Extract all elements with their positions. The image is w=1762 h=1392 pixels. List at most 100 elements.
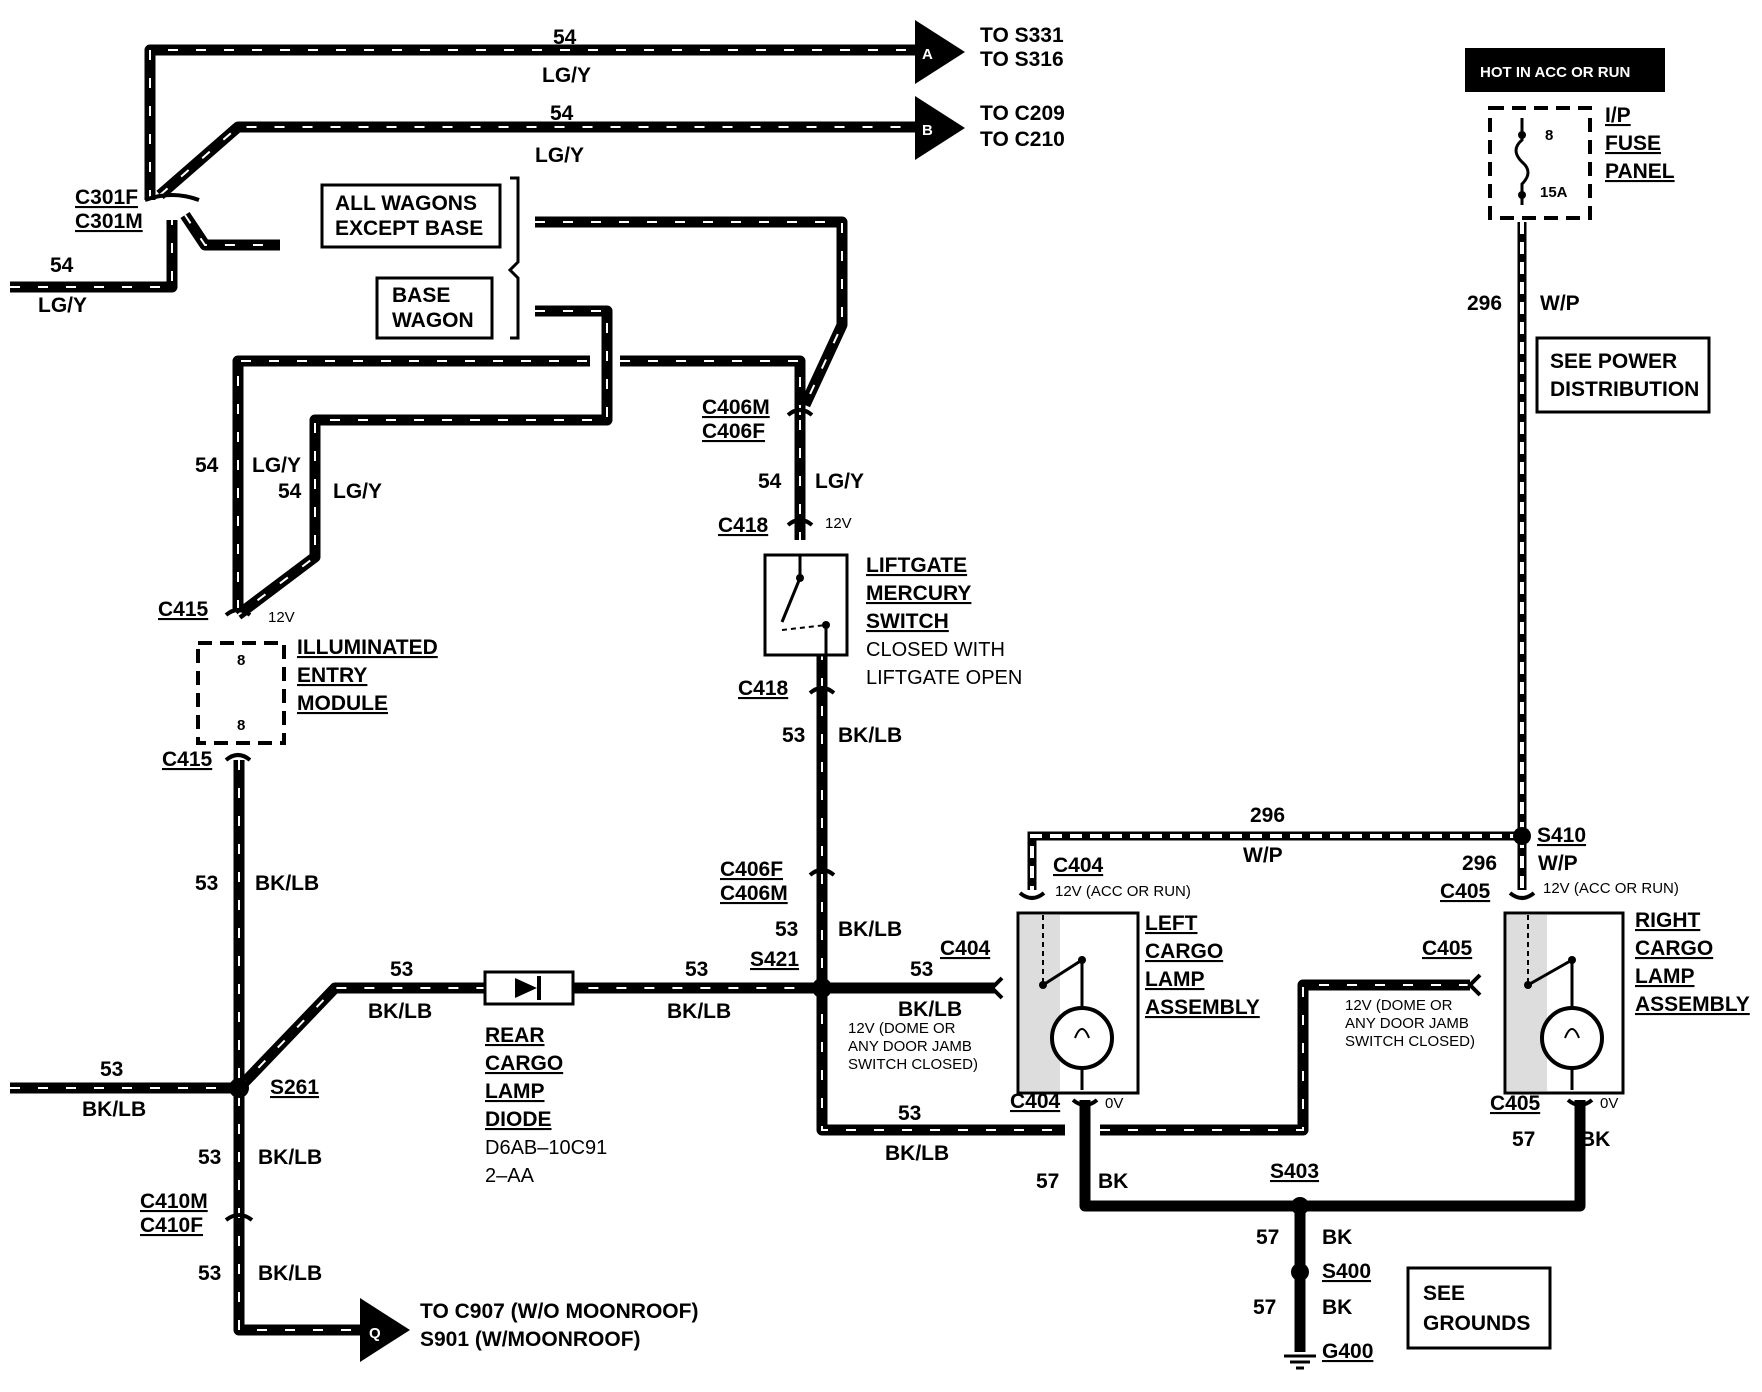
lbl-bklb-iem: BK/LB xyxy=(255,872,319,895)
option-base-wagon: BASE WAGON xyxy=(375,276,494,340)
wire-53-iem-to-q xyxy=(233,760,370,1336)
lbl-53-c404: 53 xyxy=(910,958,933,981)
lbl-296-fuse: 296 xyxy=(1467,292,1502,315)
lbl-296-top: 296 xyxy=(1250,804,1285,827)
lbl-54-base: 54 xyxy=(278,480,302,503)
lbl-bklb-left: BK/LB xyxy=(82,1098,146,1121)
lbl-wp-fuse: W/P xyxy=(1540,292,1580,315)
lbl-53-q: 53 xyxy=(198,1262,221,1285)
lbl-57-right: 57 xyxy=(1512,1128,1535,1151)
v-c404-0v: 0V xyxy=(1105,1095,1123,1112)
ref-a-letter: A xyxy=(922,46,933,63)
lbl-lgy-c406: LG/Y xyxy=(815,470,864,493)
iem-pin-top: 8 xyxy=(237,652,245,669)
hot-banner: HOT IN ACC OR RUN xyxy=(1465,48,1665,92)
lbl-bklb-diode-r: BK/LB xyxy=(667,1000,731,1023)
lbl-lgy-iem: LG/Y xyxy=(252,454,301,477)
fuse-panel: 8 15A I/P FUSE PANEL xyxy=(1488,104,1675,220)
diode-name-2: CARGO xyxy=(485,1052,563,1075)
iem-box xyxy=(196,641,286,745)
ref-q-line-2: S901 (W/MOONROOF) xyxy=(420,1328,641,1351)
lbl-bklb-diode-l: BK/LB xyxy=(368,1000,432,1023)
right-lamp-name-3: LAMP xyxy=(1635,965,1695,988)
lbl-bk-g400: BK xyxy=(1322,1296,1352,1319)
liftgate-note-1: CLOSED WITH xyxy=(866,639,1005,661)
lbl-c410m: C410M xyxy=(140,1190,208,1213)
lbl-54-c406: 54 xyxy=(758,470,782,493)
lbl-bklb-c404: BK/LB xyxy=(898,998,962,1021)
lbl-54-in: 54 xyxy=(50,254,74,277)
splice-points xyxy=(229,827,1531,1370)
lbl-c406m: C406M xyxy=(702,396,770,419)
lbl-c405-side: C405 xyxy=(1422,937,1473,960)
s261-dot xyxy=(229,1078,249,1098)
lbl-53-s261: 53 xyxy=(198,1146,221,1169)
switch-arm-icon xyxy=(780,577,802,623)
liftgate-name-2: MERCURY xyxy=(866,582,971,605)
fuse-name-1: I/P xyxy=(1605,104,1631,127)
ref-b-line-1: TO C209 xyxy=(980,102,1065,125)
rear-cargo-lamp-diode: REAR CARGO LAMP DIODE D6AB–10C91 2–AA xyxy=(483,970,607,1187)
iem-name-3: MODULE xyxy=(297,692,388,715)
connector-labels: C301F C301M C406M C406F C418 C418 C415 C… xyxy=(75,186,1586,1363)
v-dome-left-2: ANY DOOR JAMB xyxy=(848,1038,972,1055)
lbl-c406f-low: C406F xyxy=(720,858,783,881)
lbl-bklb-q: BK/LB xyxy=(258,1262,322,1285)
left-cargo-lamp-assembly: LEFT CARGO LAMP ASSEMBLY xyxy=(1016,911,1260,1095)
c404-top-mark xyxy=(1018,891,1046,900)
c404-bottom-mark xyxy=(1071,1098,1099,1107)
lbl-57-left: 57 xyxy=(1036,1170,1059,1193)
lbl-c418-bottom: C418 xyxy=(738,677,789,700)
lbl-53-diode-l: 53 xyxy=(390,958,413,981)
right-cargo-lamp-assembly: RIGHT CARGO LAMP ASSEMBLY xyxy=(1503,909,1750,1095)
connector-marks xyxy=(144,193,1594,1222)
lbl-bklb-s261: BK/LB xyxy=(258,1146,322,1169)
lbl-bk-left: BK xyxy=(1098,1170,1128,1193)
all-wagons-line-1: ALL WAGONS xyxy=(335,192,477,215)
v-c415: 12V xyxy=(268,609,295,626)
arrow-a-icon xyxy=(915,20,965,84)
illuminated-entry-module: 8 8 ILLUMINATED ENTRY MODULE xyxy=(196,636,438,745)
c405-top-mark xyxy=(1508,891,1536,900)
lbl-53-iem: 53 xyxy=(195,872,218,895)
voltage-notes: 12V 12V 12V (ACC OR RUN) 12V (ACC OR RUN… xyxy=(268,515,1679,1112)
s403-dot xyxy=(1291,1197,1309,1215)
liftgate-switch-box xyxy=(763,553,849,657)
fuse-name-2: FUSE xyxy=(1605,132,1661,155)
lbl-c301f: C301F xyxy=(75,186,138,209)
lbl-wp-top: W/P xyxy=(1243,844,1283,867)
arrow-b-icon xyxy=(915,96,965,160)
lbl-c415-bottom: C415 xyxy=(162,748,213,771)
right-lamp-bulb-icon xyxy=(1540,1006,1604,1070)
c406-lower-mark xyxy=(808,868,836,877)
wire-53-s261-to-s421 xyxy=(235,982,822,1092)
see-power-line-2: DISTRIBUTION xyxy=(1550,378,1699,401)
s400-dot xyxy=(1291,1263,1309,1281)
wire-53-bklb-group xyxy=(10,650,1470,1336)
v-dome-right-3: SWITCH CLOSED) xyxy=(1345,1033,1475,1050)
lbl-57-s400: 57 xyxy=(1256,1226,1279,1249)
ref-a-line-1: TO S331 xyxy=(980,24,1064,47)
diode-name-3: LAMP xyxy=(485,1080,545,1103)
lbl-53-s421: 53 xyxy=(775,918,798,941)
lbl-c404-side: C404 xyxy=(940,937,991,960)
lbl-bk-s400: BK xyxy=(1322,1226,1352,1249)
lbl-lgy-b: LG/Y xyxy=(535,144,584,167)
c404-side-mark xyxy=(989,976,1004,1000)
diode-icon xyxy=(515,978,537,998)
option-all-wagons: ALL WAGONS EXCEPT BASE xyxy=(320,183,502,249)
wire-54-stub xyxy=(180,211,280,251)
diode-name-4: DIODE xyxy=(485,1108,552,1131)
lbl-53-left: 53 xyxy=(100,1058,123,1081)
ref-a-line-2: TO S316 xyxy=(980,48,1064,71)
iem-name-1: ILLUMINATED xyxy=(297,636,438,659)
lbl-c404-bottom: C404 xyxy=(1010,1090,1061,1113)
c405-side-mark xyxy=(1467,973,1482,997)
see-grounds-box: SEE GROUNDS xyxy=(1406,1266,1552,1350)
fuse-name-3: PANEL xyxy=(1605,160,1675,183)
diode-part-2: 2–AA xyxy=(485,1165,535,1187)
v-c404-acc: 12V (ACC OR RUN) xyxy=(1055,883,1191,900)
arrow-q-icon xyxy=(360,1298,410,1362)
wire-57-lamps-to-s403 xyxy=(1079,1100,1586,1212)
